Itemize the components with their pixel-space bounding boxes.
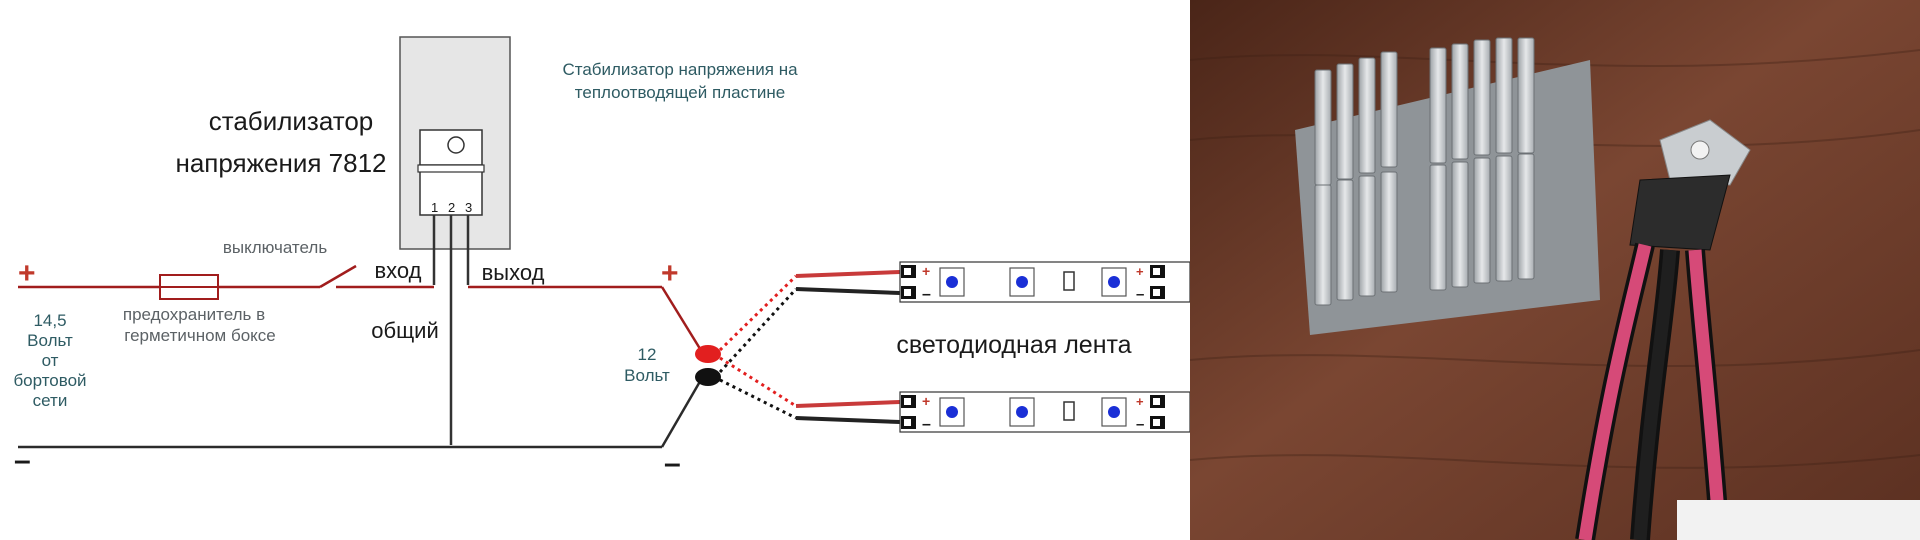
svg-text:+: + [1136,264,1144,279]
svg-text:–: – [1136,416,1144,433]
wiring-diagram-svg: 1 2 3 стабилизатор напряжения 7812 Стаби… [13,36,1191,480]
fuse-label-line1: предохранитель в [123,305,265,324]
output-minus-sign: – [664,447,681,480]
svg-text:–: – [1136,286,1144,303]
pin-number-3: 3 [465,200,472,215]
output-voltage-line2: Вольт [624,366,670,385]
photo-corner-overlay [1677,500,1920,540]
wiring-diagram: 1 2 3 стабилизатор напряжения 7812 Стаби… [13,36,1191,480]
switch-label: выключатель [223,238,328,257]
output-label: выход [482,260,545,285]
led-strip-lower: + – + – [795,391,1191,433]
source-label-line3: от [42,351,59,370]
fuse-label-line2: герметичном боксе [124,326,275,345]
ground-wire-rise [660,377,704,448]
led-strip-label: светодиодная лента [896,331,1131,359]
heatsink-caption-line1: Стабилизатор напряжения на [562,60,798,79]
source-minus-sign: – [14,444,31,477]
negative-connector [695,368,721,386]
source-label-line1: 14,5 [33,311,66,330]
pin-number-1: 1 [431,200,438,215]
heatsink-caption-line2: теплоотводящей пластине [575,83,785,102]
source-label-line5: сети [33,391,68,410]
regulator-body-ridge [417,164,485,173]
pin-number-2: 2 [448,200,455,215]
input-label: вход [374,258,421,283]
photo-heatsink-regulator [1190,0,1920,540]
svg-text:+: + [1136,394,1144,409]
regulator-mount-hole [447,136,465,154]
regulator-7812-photo [1629,119,1751,251]
output-wire-drop [660,286,704,353]
dotted-wire-red-upper [718,274,798,352]
strip-lower-minus: – [922,416,931,433]
common-label: общий [371,318,439,343]
dotted-wire-black-lower [719,378,797,420]
dotted-wire-black-upper [718,287,798,374]
output-plus-sign: + [661,257,679,290]
strip-upper-minus: – [922,286,931,303]
heatsink-aluminum [1295,37,1600,335]
strip-lower-plus: + [922,393,930,409]
output-voltage-line1: 12 [638,345,657,364]
source-label-line2: Вольт [27,331,73,350]
positive-connector [695,345,721,363]
switch-lever [319,264,357,289]
led-strip-upper: + – + – [795,261,1191,303]
source-label-line4: бортовой [13,371,86,390]
regulator-title-line1: стабилизатор [209,106,374,136]
regulator-title-line2: напряжения 7812 [175,148,386,178]
photo-svg [1190,0,1920,540]
strip-upper-plus: + [922,263,930,279]
dotted-wire-red-lower [719,356,797,408]
regulator-wires [1575,242,1730,540]
source-plus-sign: + [18,257,36,290]
